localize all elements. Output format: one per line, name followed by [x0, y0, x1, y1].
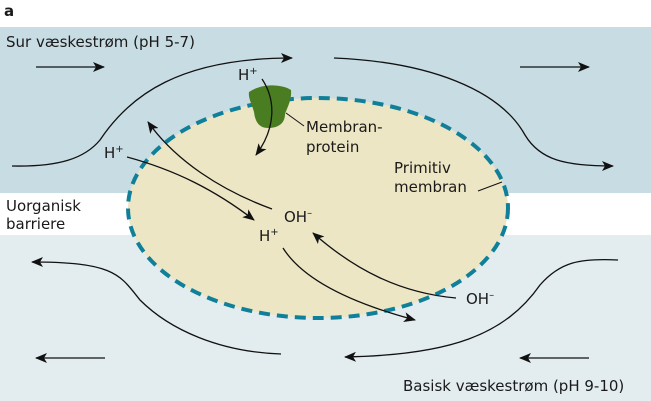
barrier-label-line1: Uorganisk — [6, 197, 81, 215]
acid-flow-curve-right — [333, 57, 614, 171]
membrane-label-line1: Primitiv — [394, 159, 451, 177]
ion-oh-minus-right: OH– — [466, 290, 494, 308]
h-plus-through-protein-arrow — [255, 78, 273, 156]
ion-oh-minus-center: OH– — [284, 208, 312, 226]
h-plus-exit-arrow — [282, 247, 416, 322]
basic-flow-curve-right — [344, 258, 619, 362]
panel-label: a — [4, 2, 14, 20]
ion-h-plus-left: H+ — [104, 144, 124, 162]
h-plus-inward-arrow — [126, 156, 255, 221]
protein-leader-line — [285, 112, 305, 127]
h-plus-outward-arrow — [147, 121, 273, 210]
membrane-protein — [248, 85, 292, 128]
protein-label-line2: protein — [306, 138, 359, 156]
oh-minus-inward-arrow — [312, 232, 457, 299]
ion-h-plus-top: H+ — [238, 66, 258, 84]
protein-label-line1: Membran- — [306, 118, 383, 136]
basic-flow-curve-left — [31, 257, 282, 355]
ion-h-plus-center: H+ — [259, 227, 279, 245]
barrier-label-line2: barriere — [6, 215, 65, 233]
basic-stream-label: Basisk væskestrøm (pH 9-10) — [403, 377, 624, 395]
primitive-membrane — [126, 96, 510, 320]
membrane-label-line2: membran — [394, 178, 467, 196]
acid-stream-label: Sur væskestrøm (pH 5-7) — [6, 33, 195, 51]
acid-flow-curve-top — [11, 53, 293, 167]
membrane-leader-line — [477, 181, 503, 192]
